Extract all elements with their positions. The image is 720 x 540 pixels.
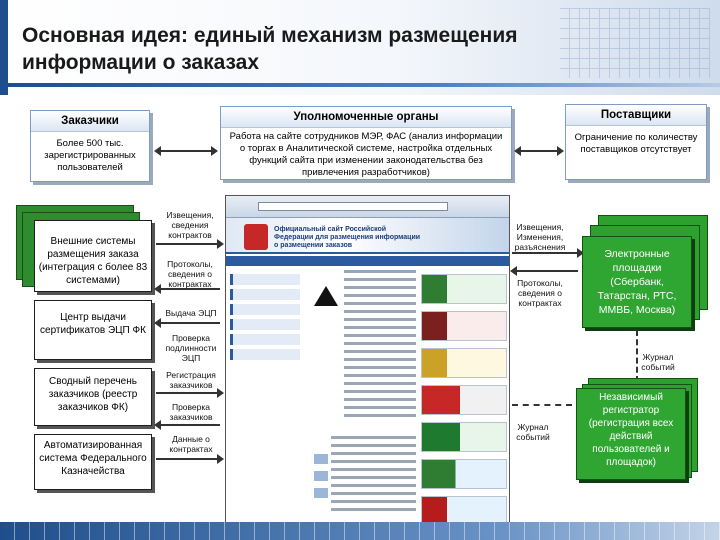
label-journal-left: Журнал событий <box>510 422 556 442</box>
micex-logo <box>421 422 507 452</box>
site-nav-bar <box>226 256 510 266</box>
banner-underline <box>8 83 720 87</box>
label-ecp: Выдача ЭЦП <box>160 308 222 318</box>
journal-link-horizontal <box>512 404 572 406</box>
site-sidebar <box>230 274 300 374</box>
site-main-text <box>344 270 416 422</box>
customers-authorities-arrow <box>160 150 212 152</box>
tatarstan-logo <box>421 311 507 341</box>
registry-box: Сводный перечень заказчиков (реестр зака… <box>34 368 152 426</box>
moscow-system-logo <box>421 496 507 525</box>
label-journal-right: Журнал событий <box>630 352 686 372</box>
page-title: Основная идея: единый механизм размещени… <box>22 22 542 76</box>
label-notices-right: Извещения, Изменения, разъяснения <box>508 222 572 252</box>
coat-of-arms-icon <box>244 224 268 250</box>
treasury-logo <box>421 348 507 378</box>
platform-logos <box>421 274 507 525</box>
label-contracts: Данные о контрактах <box>160 434 222 454</box>
arrow-check <box>160 424 220 426</box>
footer-strip-pattern <box>0 522 720 540</box>
journal-link-vertical <box>636 330 638 382</box>
arrow-reg <box>156 392 218 394</box>
rts-logo <box>421 385 507 415</box>
news-thumb-1 <box>314 454 328 464</box>
sberbank-logo <box>421 274 507 304</box>
label-check: Проверка заказчиков <box>160 402 222 422</box>
customers-text: Более 500 тыс. зарегистрированных пользо… <box>31 132 149 180</box>
label-notices-left: Извещения, сведения контрактов <box>160 210 220 240</box>
treasury-box: Автоматизированная система Федерального … <box>34 434 152 490</box>
website-screenshot: Официальный сайт Российской Федерации дл… <box>225 195 510 525</box>
arrow-protocols-right <box>516 270 578 272</box>
customers-title: Заказчики <box>31 111 149 132</box>
suppliers-title: Поставщики <box>566 105 706 126</box>
arrow-notices-right <box>512 252 578 254</box>
customers-box: Заказчики Более 500 тыс. зарегистрирован… <box>30 110 150 182</box>
news-thumb-2 <box>314 471 328 481</box>
suppliers-box: Поставщики Ограничение по количеству пос… <box>565 104 707 180</box>
suppliers-text: Ограничение по количеству поставщиков от… <box>566 126 706 162</box>
banner-grid-decoration <box>560 8 710 78</box>
authorities-suppliers-arrow <box>520 150 558 152</box>
banner-accent <box>0 0 8 95</box>
news-thumb-3 <box>314 488 328 498</box>
cert-center-box: Центр выдачи сертификатов ЭЦП ФК <box>34 300 152 360</box>
browser-address-bar <box>258 202 448 211</box>
warning-icon <box>314 286 338 306</box>
registrar-box: Независимый регистратор (регистрация все… <box>576 388 686 480</box>
arrow-protocols-left <box>160 288 220 290</box>
authorities-text: Работа на сайте сотрудников МЭР, ФАС (ан… <box>221 128 511 182</box>
external-systems-box: Внешние системы размещения заказа (интег… <box>34 220 152 292</box>
label-protocols-left: Протоколы, сведения о контрактах <box>160 259 220 289</box>
label-verify: Проверка подлинности ЭЦП <box>160 333 222 363</box>
authorities-title: Уполномоченные органы <box>221 107 511 128</box>
site-lower-list <box>331 436 416 516</box>
sber-3-1-logo <box>421 459 507 489</box>
arrow-contracts <box>156 458 218 460</box>
arrow-notices-left <box>156 243 218 245</box>
site-title: Официальный сайт Российской Федерации дл… <box>274 226 424 250</box>
authorities-box: Уполномоченные органы Работа на сайте со… <box>220 106 512 180</box>
arrow-ecp <box>160 322 220 324</box>
platforms-box: Электронные площадки (Сбербанк, Татарста… <box>582 236 692 328</box>
label-reg: Регистрация заказчиков <box>160 370 222 390</box>
label-protocols-right: Протоколы, сведения о контрактах <box>508 278 572 308</box>
